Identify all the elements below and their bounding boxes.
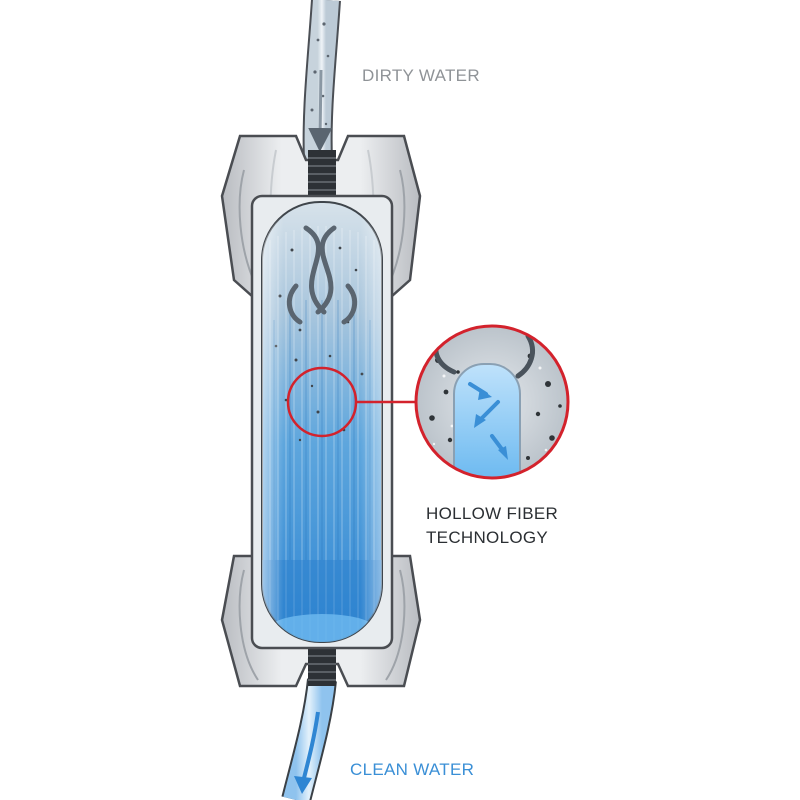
outlet-tube <box>294 680 322 800</box>
down-arrow-icon <box>320 70 321 140</box>
hollow-fiber-bundle <box>262 202 382 645</box>
inlet-tube <box>311 0 330 160</box>
hollow-fiber-label: HOLLOW FIBER TECHNOLOGY <box>426 502 558 550</box>
hollow-fiber-label-line1: HOLLOW FIBER <box>426 502 558 526</box>
hollow-fiber-zoom <box>416 326 568 504</box>
filter-chamber <box>252 196 392 648</box>
clean-water-label: CLEAN WATER <box>350 760 474 780</box>
dirty-water-label: DIRTY WATER <box>362 66 480 86</box>
hollow-fiber-tube <box>454 364 520 504</box>
hollow-fiber-label-line2: TECHNOLOGY <box>426 526 558 550</box>
